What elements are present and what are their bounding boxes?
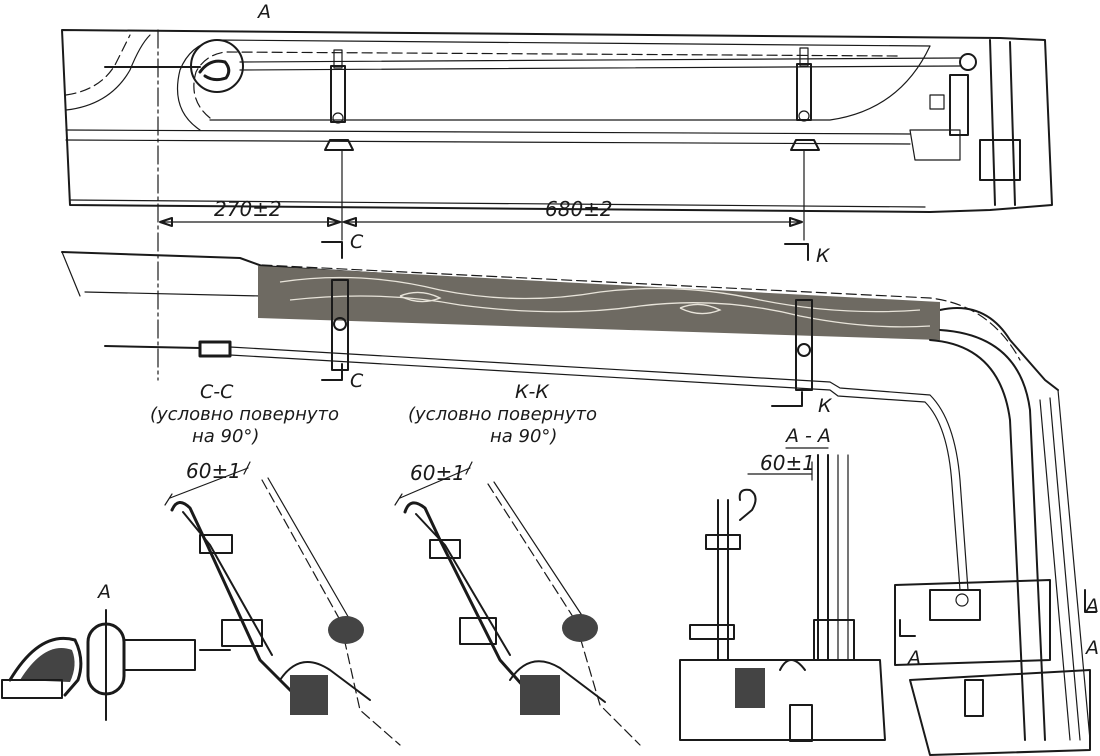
dim-270: 270±2 bbox=[214, 197, 282, 221]
section-cc-note-1: (условно повернуто bbox=[150, 404, 339, 425]
bracket-k-top bbox=[790, 47, 820, 151]
section-c-bottom: С bbox=[350, 370, 364, 392]
dimension-row bbox=[159, 217, 803, 227]
top-view bbox=[61, 29, 1053, 213]
section-a-mark-1: А bbox=[1084, 637, 1099, 659]
detail-a-label: А bbox=[256, 1, 271, 23]
section-aa-drawing bbox=[679, 454, 886, 742]
section-aa-title: А - А bbox=[784, 425, 831, 447]
dim-60-a: 60±1 bbox=[760, 451, 815, 475]
dim-60-c: 60±1 bbox=[186, 459, 241, 483]
section-k-bottom: К bbox=[818, 395, 833, 417]
side-view bbox=[61, 251, 1091, 756]
bracket-k-side bbox=[795, 299, 813, 391]
section-cc-title: С-С bbox=[200, 381, 234, 403]
section-cc-drawing bbox=[164, 461, 401, 746]
bracket-c-side bbox=[331, 279, 349, 371]
section-kk-note-2: на 90°) bbox=[490, 426, 557, 447]
wood-rail bbox=[258, 266, 940, 340]
section-kk-title: К-К bbox=[515, 381, 550, 403]
section-a-mark-3: А bbox=[1084, 595, 1099, 617]
detail-a-circle bbox=[190, 39, 244, 93]
dim-60-k: 60±1 bbox=[410, 461, 465, 485]
rear-mechanism bbox=[909, 39, 1021, 206]
detail-a-label-left: А bbox=[96, 581, 111, 603]
section-a-mark-2: А bbox=[906, 647, 921, 669]
section-k-top: К bbox=[816, 245, 831, 267]
detail-a-drawing bbox=[1, 609, 196, 721]
section-cc-note-2: на 90°) bbox=[192, 426, 259, 447]
dim-680: 680±2 bbox=[545, 197, 613, 221]
section-kk-drawing bbox=[394, 461, 641, 746]
section-kk-note-1: (условно повернуто bbox=[408, 404, 597, 425]
section-c-top: С bbox=[350, 231, 364, 253]
bracket-c-top bbox=[324, 49, 354, 151]
